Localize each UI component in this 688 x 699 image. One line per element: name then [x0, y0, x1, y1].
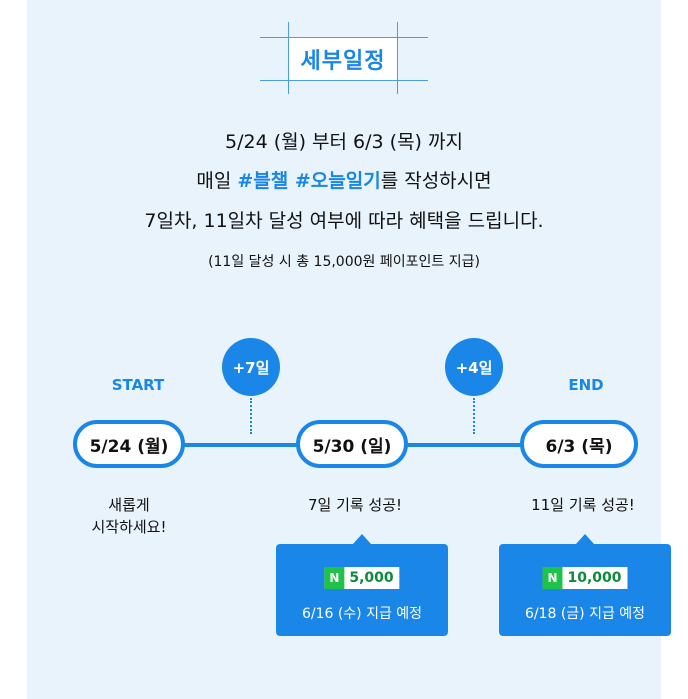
reward-due-date: 6/16 (수) 지급 예정	[301, 606, 423, 622]
interval-connector	[473, 398, 477, 434]
node-caption-line: 새롭게	[108, 496, 150, 514]
node-caption: 새롭게 시작하세요!	[64, 494, 194, 538]
section-title: 세부일정	[288, 37, 398, 81]
reward-card: N 10,000 6/18 (금) 지급 예정	[499, 534, 671, 636]
reward-amount-pill: N 10,000	[542, 567, 628, 589]
reward-amount: 10,000	[567, 570, 622, 586]
intro-hashtags: 매일 #블챌 #오늘일기를 작성하시면	[0, 166, 688, 193]
intro-hashtags-pre: 매일	[196, 170, 238, 192]
intro-hashtags-post: 를 작성하시면	[380, 170, 492, 192]
intro-benefit: 7일차, 11일차 달성 여부에 따라 혜택을 드립니다.	[144, 210, 544, 232]
node-caption: 11일 기록 성공!	[531, 496, 635, 514]
interval-badge: +4일	[445, 338, 503, 396]
node-caption-line: 시작하세요!	[91, 518, 167, 536]
title-frame: 세부일정	[260, 22, 428, 94]
timeline-node-end: 6/3 (목)	[520, 420, 638, 468]
naver-pay-icon: N	[542, 567, 563, 589]
start-label: START	[111, 376, 165, 394]
naver-pay-icon: N	[324, 567, 345, 589]
timeline-node-day7: 5/30 (일)	[296, 420, 408, 468]
node-caption: 7일 기록 성공!	[307, 496, 403, 514]
interval-badge: +7일	[222, 338, 280, 396]
timeline-node-start: 5/24 (월)	[73, 420, 185, 468]
reward-due-date: 6/18 (금) 지급 예정	[524, 606, 646, 622]
intro-note: (11일 달성 시 총 15,000원 페이포인트 지급)	[208, 254, 480, 270]
reward-amount: 5,000	[349, 570, 394, 586]
hashtag-text: #블챌 #오늘일기	[237, 170, 381, 192]
reward-amount-pill: N 5,000	[324, 567, 400, 589]
reward-card: N 5,000 6/16 (수) 지급 예정	[276, 534, 448, 636]
interval-connector	[250, 398, 254, 434]
end-label: END	[568, 376, 604, 394]
intro-period: 5/24 (월) 부터 6/3 (목) 까지	[225, 131, 463, 153]
